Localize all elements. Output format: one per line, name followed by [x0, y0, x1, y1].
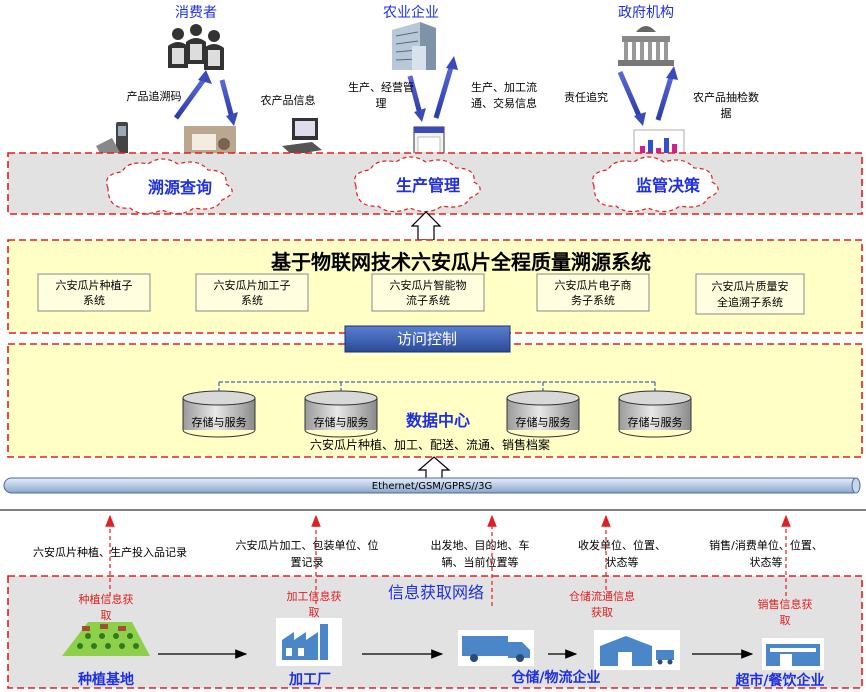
capture-planting-2: 取	[101, 609, 112, 622]
subsystem-label: 六安瓜片智能物	[390, 278, 467, 292]
up-arrow-icon	[417, 456, 451, 482]
capture-planting-1: 种植信息获	[79, 592, 134, 606]
consumer-flow-arrows	[173, 70, 238, 126]
record-logistics-2: 辆、当前位置等	[442, 555, 519, 569]
subsystem-label: 全追溯子系统	[717, 295, 783, 309]
government-building-icon	[618, 26, 674, 66]
supervision-label: 监管决策	[636, 176, 701, 195]
factory-icon	[276, 618, 342, 666]
capture-processing-2: 取	[309, 606, 320, 619]
label-inspection-2: 据	[721, 106, 732, 120]
storage-cylinder-4: 存储与服务	[618, 390, 692, 438]
subsystem-label: 务子系统	[571, 294, 615, 307]
app-window-icon	[413, 126, 445, 158]
record-processing-2: 置记录	[291, 556, 324, 569]
label-responsibility: 责任追究	[564, 90, 608, 104]
label-production-mgmt-2: 理	[376, 97, 387, 110]
capture-processing-1: 加工信息获	[287, 589, 342, 603]
storage-connector-lines	[218, 381, 656, 396]
subsystem-box-planting: 六安瓜片种植子 系统	[37, 273, 151, 312]
record-processing-1: 六安瓜片加工、包装单位、位	[236, 538, 379, 552]
capture-sales-1: 销售信息获	[758, 597, 813, 611]
actor-consumer-label: 消费者	[175, 5, 217, 21]
supermarket-icon	[762, 638, 824, 670]
access-control-label: 访问控制	[397, 330, 457, 348]
storage-cylinder-3: 存储与服务	[506, 390, 580, 438]
subsystem-box-logistics: 六安瓜片智能物 流子系统	[371, 273, 485, 312]
data-center-title: 数据中心	[406, 411, 470, 430]
acquisition-layer	[7, 575, 863, 689]
data-center-archive: 六安瓜片种植、加工、配送、流通、销售档案	[310, 437, 550, 452]
capture-warehouse-2: 获取	[591, 606, 613, 619]
actor-government-label: 政府机构	[618, 5, 674, 21]
label-production-mgmt-1: 生产、经营管	[348, 80, 414, 94]
subsystem-label: 六安瓜片加工子	[214, 278, 291, 292]
node-retail: 超市/餐饮企业	[734, 672, 824, 689]
subsystem-label: 系统	[83, 294, 105, 307]
record-sales-1: 销售/消费单位、位置、	[709, 538, 823, 552]
label-trace-code: 产品追溯码	[127, 89, 182, 103]
node-factory: 加工厂	[288, 672, 331, 688]
storage-label: 存储与服务	[516, 415, 571, 429]
up-arrow-icon	[410, 211, 442, 241]
government-flow-arrows	[617, 66, 678, 126]
system-title: 基于物联网技术六安瓜片全程质量溯源系统	[271, 250, 651, 274]
subsystem-box-traceability: 六安瓜片质量安 全追溯子系统	[695, 273, 805, 315]
actor-enterprise-label: 农业企业	[383, 4, 439, 21]
label-production-trade-2: 通、交易信息	[471, 96, 537, 110]
supervision-cloud: 监管决策	[592, 156, 719, 213]
label-product-info: 农产品信息	[261, 93, 316, 107]
computer-icon	[282, 118, 322, 155]
production-cloud: 生产管理	[354, 156, 481, 213]
consumer-group-icon	[168, 24, 224, 70]
network-bus-label: Ethernet/GSM/GPRS//3G	[372, 481, 492, 492]
storage-cylinder-2: 存储与服务	[304, 390, 378, 438]
node-planting-base: 种植基地	[77, 671, 134, 688]
subsystem-box-processing: 六安瓜片加工子 系统	[195, 273, 309, 312]
storage-cylinder-1: 存储与服务	[182, 390, 256, 438]
planting-base-icon	[62, 622, 150, 656]
capture-arrows	[105, 514, 791, 606]
enterprise-building-icon	[392, 22, 436, 70]
subsystem-label: 流子系统	[406, 293, 450, 307]
record-logistics-1: 出发地、目的地、车	[431, 538, 530, 552]
node-logistics: 仓储/物流企业	[510, 669, 600, 686]
subsystem-label: 系统	[241, 294, 263, 307]
subsystem-box-ecommerce: 六安瓜片电子商 务子系统	[536, 273, 650, 312]
data-center-layer	[7, 343, 863, 458]
storage-label: 存储与服务	[192, 415, 247, 429]
subsystem-label: 六安瓜片电子商	[555, 278, 632, 292]
storage-label: 存储与服务	[628, 415, 683, 429]
network-bus: Ethernet/GSM/GPRS//3G	[3, 477, 861, 494]
trace-query-label: 溯源查询	[148, 178, 212, 197]
record-sales-2: 状态等	[750, 555, 783, 569]
storage-label: 存储与服务	[314, 415, 369, 429]
warehouse-icon	[594, 630, 680, 670]
label-production-trade-1: 生产、加工流	[471, 80, 537, 94]
subsystem-label: 六安瓜片质量安	[712, 279, 789, 293]
trace-query-cloud: 溯源查询	[106, 158, 233, 215]
label-inspection-1: 农产品抽检数	[693, 90, 759, 104]
capture-sales-2: 取	[780, 614, 791, 627]
truck-icon	[458, 630, 534, 666]
production-label: 生产管理	[396, 176, 460, 195]
capture-warehouse-1: 仓储流通信息	[569, 589, 635, 603]
enterprise-flow-arrows	[407, 56, 458, 122]
subsystem-label: 六安瓜片种植子	[56, 278, 133, 292]
acquisition-title: 信息获取网络	[388, 583, 484, 602]
record-warehouse-1: 收发单位、位置、	[578, 538, 666, 552]
record-warehouse-2: 状态等	[606, 555, 639, 569]
